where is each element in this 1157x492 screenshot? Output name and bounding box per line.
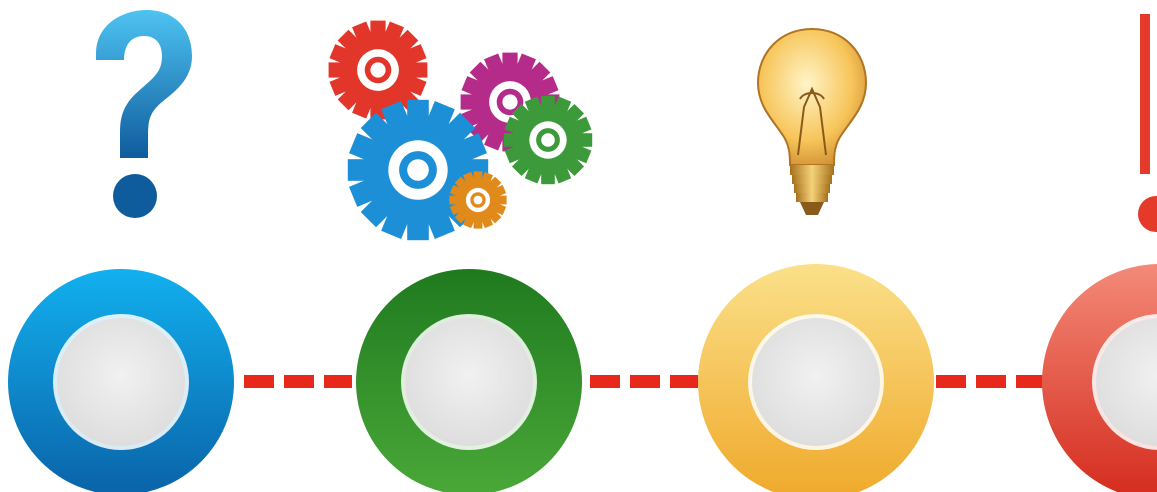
connector-2	[590, 375, 698, 388]
gears-icon	[328, 20, 593, 241]
light-bulb-icon	[756, 27, 868, 215]
step-ring-1	[8, 269, 234, 492]
process-rings	[8, 264, 1157, 492]
step-ring-2	[356, 269, 582, 492]
question-mark-icon	[96, 10, 192, 218]
connector-1	[244, 375, 352, 388]
exclamation-mark-icon	[1138, 14, 1157, 232]
step-ring-3	[698, 264, 934, 492]
step-ring-4	[1042, 264, 1157, 492]
connector-3	[936, 375, 1044, 388]
